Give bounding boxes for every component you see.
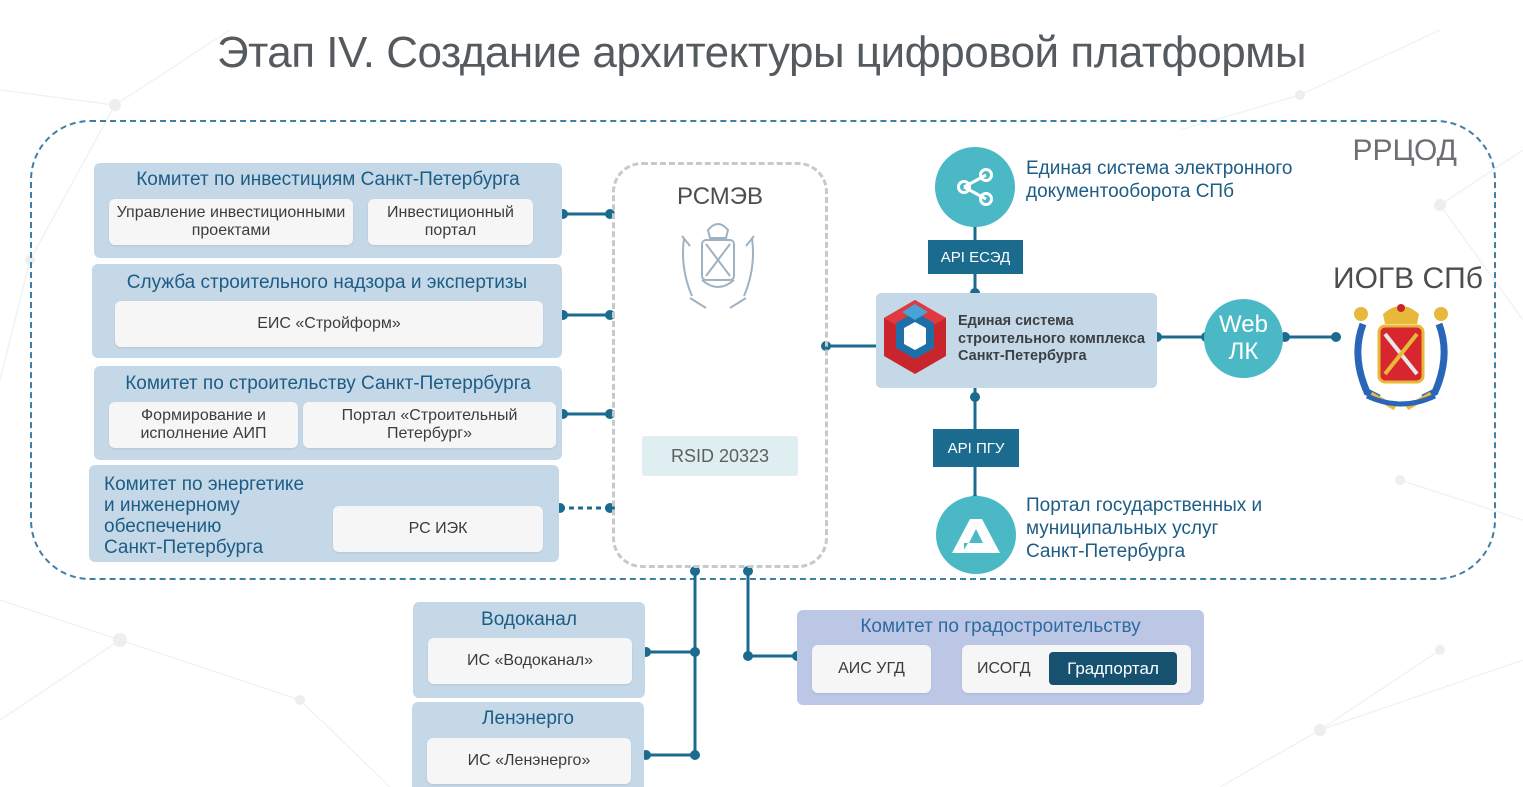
web-lk-circle[interactable]: Web ЛК	[1204, 299, 1283, 378]
desc-line: муниципальных услуг	[1026, 517, 1219, 539]
is-lenenergo-system[interactable]: ИС «Ленэнерго»	[427, 738, 631, 784]
ais-ugd-system[interactable]: АИС УГД	[812, 645, 931, 693]
desc-line: Единая система электронного	[1026, 158, 1293, 179]
rs-iek-system[interactable]: РС ИЭК	[333, 506, 543, 552]
main-system-name: Единая система строительного комплекса С…	[958, 313, 1145, 366]
web-lk-line: Web	[1219, 311, 1268, 339]
invest-projects-system[interactable]: Управление инвестиционными проектами	[109, 199, 353, 245]
desc-line: документооборота СПб	[1026, 180, 1234, 202]
api-pgu-badge: API ПГУ	[933, 429, 1019, 467]
pgu-description: Портал государственных и муниципальных у…	[1026, 495, 1262, 563]
pgu-portal-circle[interactable]	[936, 496, 1016, 574]
panel-vodokanal: Водоканал ИС «Водоканал»	[413, 602, 645, 698]
spb-coat-of-arms-outline-icon	[681, 223, 755, 309]
rrcod-label: РРЦОД	[1352, 134, 1457, 167]
is-vodokanal-system[interactable]: ИС «Водоканал»	[428, 638, 632, 684]
rsid-badge: RSID 20323	[642, 436, 798, 476]
esed-share-circle[interactable]	[935, 147, 1015, 227]
title-line: Комитет по энергетике	[104, 474, 305, 495]
isogd-label: ИСОГД	[977, 659, 1031, 677]
desc-line: Портал государственных и	[1026, 495, 1263, 516]
panel-invest-committee: Комитет по инвестициям Санкт-Петербурга …	[94, 163, 562, 258]
rrcod-region	[30, 120, 1496, 580]
name-line: Санкт-Петербурга	[958, 348, 1087, 365]
title-line: Санкт-Петербурга	[104, 536, 264, 558]
page-title: Этап IV. Создание архитектуры цифровой п…	[216, 28, 1307, 77]
rsmev-block	[612, 162, 828, 568]
panel-title: Комитет по энергетике и инженерному обес…	[104, 474, 305, 559]
esed-description: Единая система электронного документообо…	[1026, 158, 1293, 204]
panel-title: Ленэнерго	[482, 708, 574, 729]
gosuslugi-logo-icon	[952, 519, 1000, 553]
title-line: и инженерному	[104, 494, 240, 516]
panel-construction-supervision: Служба строительного надзора и экспертиз…	[92, 264, 562, 358]
api-esed-badge: API ЕСЭД	[928, 240, 1023, 274]
panel-construction-committee: Комитет по строительству Санкт-Петеррбур…	[94, 366, 562, 460]
share-icon	[957, 168, 993, 206]
panel-title: Служба строительного надзора и экспертиз…	[126, 272, 528, 293]
panel-title: Водоканал	[481, 609, 577, 630]
stroy-portal-system[interactable]: Портал «Строительный Петербург»	[303, 402, 556, 448]
panel-title: Комитет по инвестициям Санкт-Петербурга	[136, 169, 520, 190]
eis-stroyform-system[interactable]: ЕИС «Стройформ»	[115, 301, 543, 347]
desc-line: Санкт-Петербурга	[1026, 540, 1186, 562]
gradportal-button[interactable]: Градпортал	[1049, 652, 1177, 685]
rsmev-label: РСМЭВ	[676, 183, 764, 210]
web-lk-line: ЛК	[1228, 337, 1259, 365]
name-line: строительного комплекса	[958, 330, 1146, 347]
spb-coat-of-arms-icon	[1354, 304, 1448, 411]
panel-title: Комитет по строительству Санкт-Петеррбур…	[125, 373, 531, 394]
panel-lenenergo: Ленэнерго ИС «Ленэнерго»	[412, 702, 644, 787]
panel-urban-planning-committee: Комитет по градостроительству АИС УГД ИС…	[797, 610, 1204, 705]
construction-system-logo-icon	[884, 300, 946, 374]
name-line: Единая система	[958, 313, 1074, 329]
invest-portal-system[interactable]: Инвестиционный портал	[368, 199, 533, 245]
aip-system[interactable]: Формирование и исполнение АИП	[109, 402, 298, 448]
panel-energy-committee: Комитет по энергетике и инженерному обес…	[89, 465, 559, 562]
title-line: обеспечению	[104, 515, 222, 537]
iogv-label: ИОГВ СПб	[1333, 262, 1483, 295]
panel-title: Комитет по градостроительству	[860, 616, 1141, 637]
